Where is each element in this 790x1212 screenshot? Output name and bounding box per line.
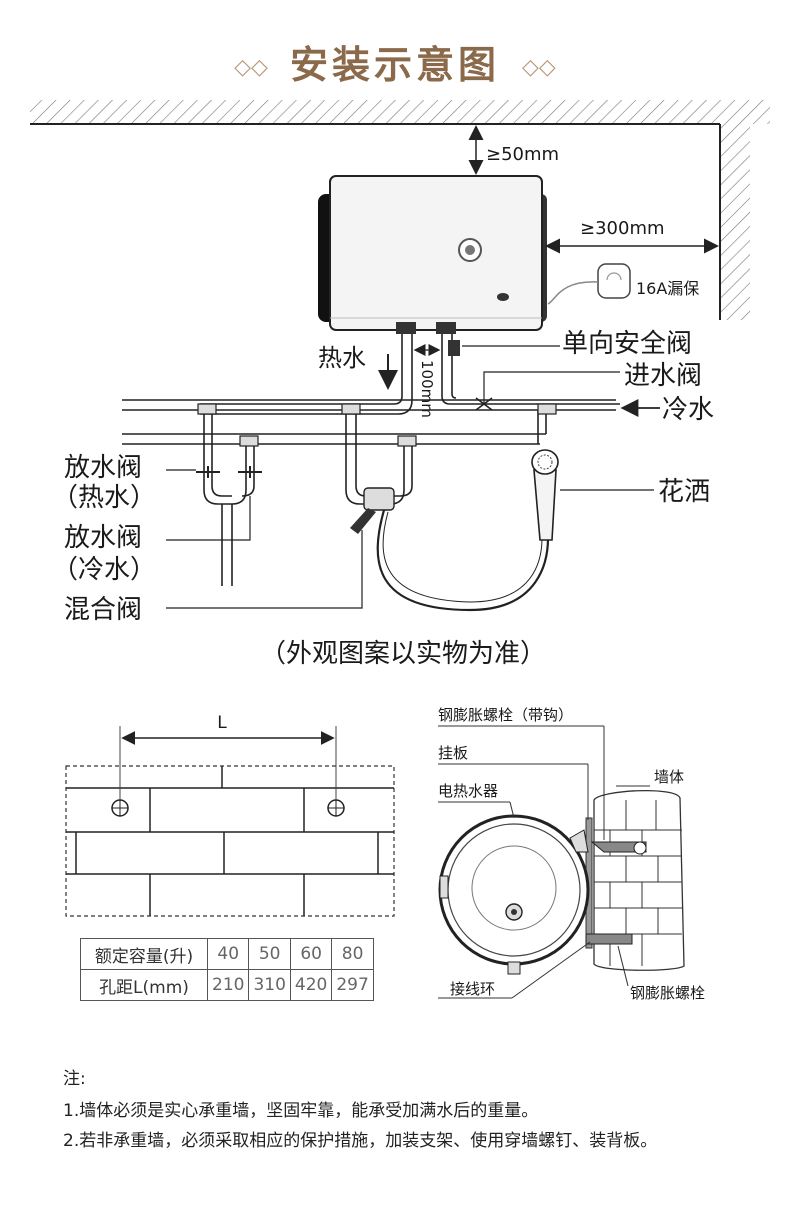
table-cell: 60 — [289, 938, 333, 970]
mixing-valve-label: 混合阀 — [64, 595, 142, 625]
drain-cold-label-1: 放水阀 — [64, 523, 142, 553]
water-heater-tank — [318, 175, 547, 331]
table-cell: 310 — [248, 969, 291, 1001]
heater-label: 电热水器 — [438, 782, 498, 800]
hot-water-label: 热水 — [318, 344, 366, 372]
power-cord — [547, 281, 599, 305]
ceiling — [30, 100, 770, 125]
wall-label: 墙体 — [654, 768, 684, 786]
mixing-valve-icon — [363, 487, 395, 511]
dim-top-label: ≥50mm — [486, 144, 559, 165]
table-cell: 210 — [206, 969, 250, 1001]
shower-head-icon — [531, 449, 559, 541]
appearance-note: （外观图案以实物为准） — [260, 639, 546, 669]
page-title: ◇◇ 安装示意图 ◇◇ — [0, 34, 790, 89]
right-wall — [719, 124, 750, 320]
cold-inlet-fitting — [436, 322, 456, 334]
hot-outlet-fitting — [396, 322, 416, 334]
notes-line-1: 1.墙体必须是实心承重墙，坚固牢靠，能承受加满水后的重量。 — [63, 1101, 539, 1121]
capacity-table: 额定容量(升) 40 50 60 80 孔距L(mm) 210 310 420 … — [80, 938, 374, 1001]
table-cell: 50 — [248, 938, 291, 970]
drain-hot-label-2: （热水） — [52, 483, 156, 513]
bolt-hook-label: 钢膨胀螺栓（带钩） — [438, 706, 573, 724]
socket-icon — [597, 263, 631, 299]
table-cell: 297 — [331, 969, 374, 1001]
title-text: 安装示意图 — [289, 43, 500, 87]
table-header: 额定容量(升) — [80, 938, 208, 970]
side-view-diagram: 钢膨胀螺栓（带钩） 挂板 电热水器 墙体 接线环 钢膨胀螺栓 — [438, 706, 705, 1002]
hole-distance-L-label: L — [217, 713, 227, 733]
socket-label: 16A漏保 — [636, 279, 699, 298]
table-row: 孔距L(mm) 210 310 420 297 — [80, 969, 374, 1001]
table-cell: 80 — [331, 938, 374, 970]
inlet-valve-label: 进水阀 — [624, 361, 702, 391]
diamond-deco-icon: ◇◇ — [234, 55, 268, 80]
wire-ring-label: 接线环 — [450, 980, 495, 998]
drain-hot-label-1: 放水阀 — [64, 453, 142, 483]
table-row: 额定容量(升) 40 50 60 80 — [80, 938, 374, 970]
shower-label: 花洒 — [658, 477, 710, 507]
shower-hose — [376, 509, 550, 612]
table-header: 孔距L(mm) — [80, 969, 208, 1001]
bolt-label: 钢膨胀螺栓 — [630, 984, 705, 1002]
table-cell: 420 — [289, 969, 333, 1001]
drain-cold-label-2: （冷水） — [52, 555, 156, 585]
safety-valve-label: 单向安全阀 — [562, 329, 692, 359]
notes-line-2: 2.若非承重墙，必须采取相应的保护措施，加装支架、使用穿墙螺钉、装背板。 — [63, 1131, 658, 1151]
dim-side-label: ≥300mm — [580, 218, 665, 239]
safety-valve-icon — [448, 340, 460, 356]
indicator-light-icon — [497, 293, 509, 301]
table-cell: 40 — [206, 938, 250, 970]
diamond-deco-icon: ◇◇ — [522, 55, 556, 80]
pipe-fittings — [197, 403, 557, 447]
cold-water-label: 冷水 — [662, 395, 714, 425]
notes-head: 注: — [63, 1069, 86, 1089]
dim-100-label: 100mm — [418, 360, 436, 418]
brick-wall-diagram: L — [65, 713, 395, 917]
drain-pipes — [203, 414, 255, 586]
hang-board-label: 挂板 — [438, 744, 468, 762]
